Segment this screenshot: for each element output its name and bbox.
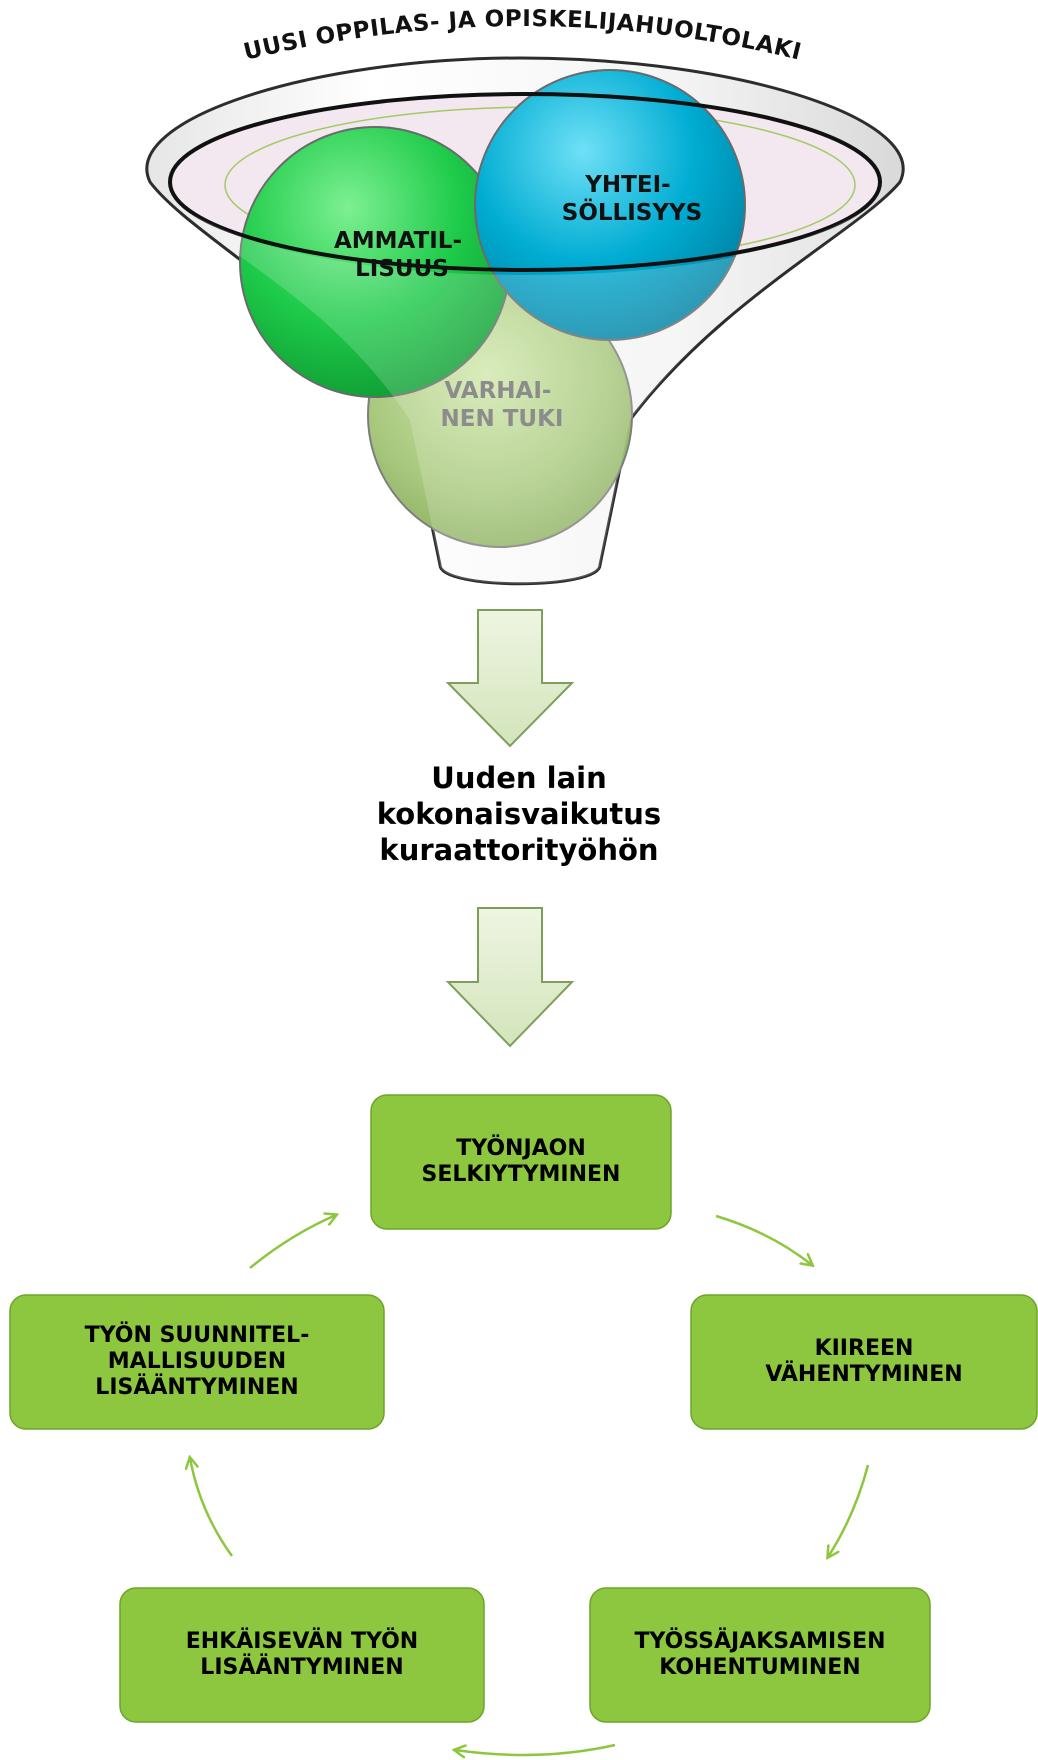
cycle-label-line: LISÄÄNTYMINEN	[200, 1655, 404, 1680]
cycle-label-line: KIIREEN	[814, 1336, 914, 1361]
cycle-label-line: KOHENTUMINEN	[659, 1655, 861, 1680]
cycle-label-line: VÄHENTYMINEN	[765, 1362, 963, 1387]
cycle-label-line: MALLISUUDEN	[107, 1349, 287, 1374]
cycle-box-suunnitelmallisuuden	[9, 1294, 385, 1430]
down-arrow-2	[445, 907, 575, 1048]
circle-yhteisollisyys	[474, 69, 746, 341]
cycle-box-tyonjaon	[370, 1094, 672, 1230]
funnel-glass	[170, 200, 880, 584]
funnel-front-rim	[168, 92, 882, 272]
cycle-arrow-2	[828, 1464, 870, 1557]
circle-label-yhteisollisyys: YHTEI- SÖLLISYYS	[562, 172, 702, 226]
cycle-label-line: SELKIYTYMINEN	[421, 1162, 621, 1187]
cycle-label-tyossajaksamisen: TYÖSSÄJAKSAMISEN KOHENTUMINEN	[590, 1588, 930, 1722]
cycle-label-suunnitelmallisuuden: TYÖN SUUNNITEL- MALLISUUDEN LISÄÄNTYMINE…	[10, 1295, 384, 1429]
cycle-box-tyossajaksamisen	[589, 1587, 931, 1723]
cycle	[9, 1094, 1038, 1755]
cycle-label-line: EHKÄISEVÄN TYÖN	[185, 1629, 419, 1654]
cycle-label-line: TYÖSSÄJAKSAMISEN	[634, 1629, 886, 1654]
cycle-box-ehkaisevan	[119, 1587, 485, 1723]
cycle-arrow-5	[249, 1215, 336, 1269]
impact-label: Uuden lain kokonaisvaikutus kuraattority…	[319, 760, 719, 868]
cycle-box-kiireen	[690, 1294, 1038, 1430]
cycle-label-line: TYÖNJAON	[456, 1136, 586, 1161]
circle-label-ammatillisuus: AMMATIL- LISUUS	[334, 228, 470, 282]
cycle-label-kiireen: KIIREEN VÄHENTYMINEN	[691, 1295, 1037, 1429]
circle-label-varhainen-tuki: VARHAI- NEN TUKI	[441, 378, 564, 432]
cycle-arrow-1	[715, 1214, 812, 1265]
impact-line-1: Uuden lain	[431, 761, 607, 795]
impact-line-3: kuraattorityöhön	[379, 833, 659, 867]
cycle-label-line: LISÄÄNTYMINEN	[95, 1375, 299, 1400]
cycle-label-line: TYÖN SUUNNITEL-	[84, 1323, 310, 1348]
cycle-label-ehkaisevan: EHKÄISEVÄN TYÖN LISÄÄNTYMINEN	[120, 1588, 484, 1722]
cycle-label-tyonjaon: TYÖNJAON SELKIYTYMINEN	[371, 1095, 671, 1229]
impact-line-2: kokonaisvaikutus	[376, 797, 662, 831]
cycle-arrow-3	[455, 1743, 616, 1755]
cycle-arrow-4	[190, 1458, 234, 1557]
down-arrow-1	[445, 609, 575, 748]
